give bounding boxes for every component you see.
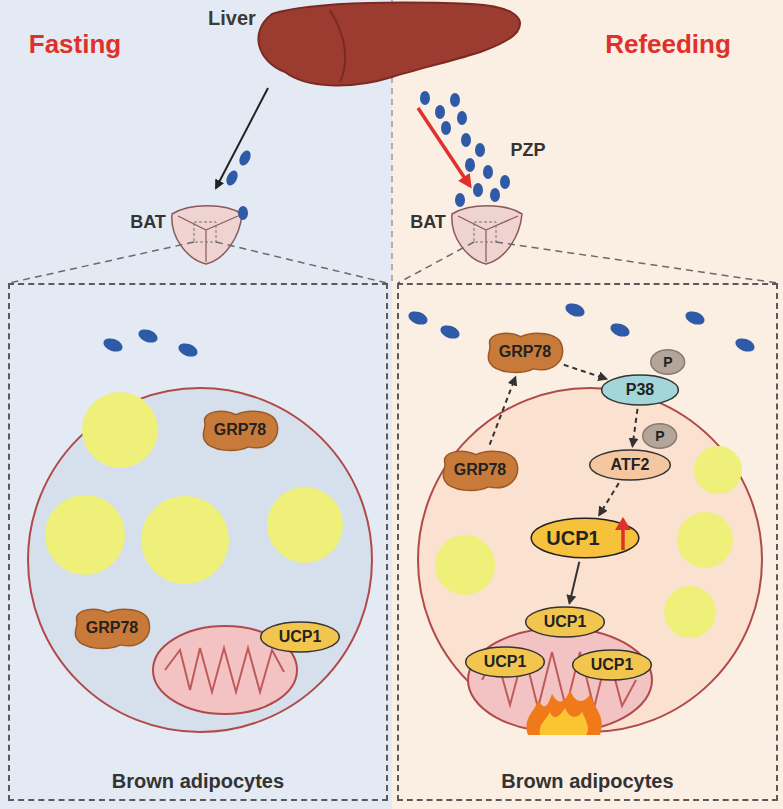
bat-tissue (172, 206, 242, 264)
ucp1-protein: UCP1 (524, 606, 606, 638)
liver-organ (258, 3, 520, 86)
node-label: UCP1 (484, 653, 527, 671)
ucp1-protein: UCP1 (259, 621, 341, 653)
fasting-panel (0, 0, 392, 809)
grp78-protein: GRP78 (198, 407, 282, 453)
node-label: P (663, 354, 672, 370)
ucp1-protein: UCP1 (571, 649, 653, 681)
phospho-mark: P (642, 423, 677, 449)
brown-adipocyte-cell (28, 388, 372, 732)
pathway-arrow (569, 562, 579, 603)
node-label: GRP78 (499, 343, 551, 361)
node-label: UCP1 (591, 656, 634, 674)
atf2-factor: ATF2 (588, 449, 672, 481)
refeeding-panel (392, 0, 783, 809)
panel-caption: Brown adipocytes (10, 770, 386, 793)
node-label: GRP78 (214, 421, 266, 439)
node-label: UCP1 (279, 628, 322, 646)
tissue-label: BAT (130, 212, 166, 233)
zoom-lines (9, 242, 777, 283)
panel-caption: Brown adipocytes (399, 770, 776, 793)
protein-label: PZP (510, 140, 545, 161)
liver-lobe-line (330, 10, 345, 82)
cell-panel: Brown adipocytesGRP78GRP78UCP1 (8, 283, 388, 801)
node-label: GRP78 (454, 461, 506, 479)
secretion-arrow (418, 108, 470, 186)
condition-title: Refeeding (605, 29, 731, 60)
increase-arrow (621, 528, 625, 550)
cell-panel: Brown adipocytesGRP78GRP78P38PATF2PUCP1U… (397, 283, 778, 801)
organ-label: Liver (208, 7, 256, 30)
lipid-droplets (45, 392, 742, 638)
pathway-arrow (633, 409, 638, 446)
bat-tissue (452, 206, 522, 264)
node-label: UCP1 (546, 527, 599, 550)
secretion-arrow (216, 88, 268, 188)
heat-flame (526, 690, 601, 735)
node-label: P38 (626, 381, 654, 399)
tissue-label: BAT (410, 212, 446, 233)
pathway-arrow (490, 377, 516, 444)
pathway-arrow (599, 483, 619, 515)
condition-title: Fasting (29, 29, 121, 60)
ucp1-protein: UCP1 (529, 517, 641, 559)
increase-arrow (615, 517, 631, 530)
node-label: P (655, 428, 664, 444)
brown-adipocyte-cell (418, 388, 762, 732)
ucp1-protein: UCP1 (464, 646, 546, 678)
grp78-protein: GRP78 (438, 447, 522, 493)
p38-kinase: P38 (600, 374, 680, 406)
pzp-dots (102, 91, 757, 359)
pathway-arrow (564, 365, 607, 379)
phospho-mark: P (650, 349, 685, 375)
node-label: UCP1 (544, 613, 587, 631)
grp78-protein: GRP78 (483, 329, 567, 375)
node-label: GRP78 (86, 619, 138, 637)
grp78-protein: GRP78 (70, 605, 154, 651)
node-label: ATF2 (611, 456, 650, 474)
